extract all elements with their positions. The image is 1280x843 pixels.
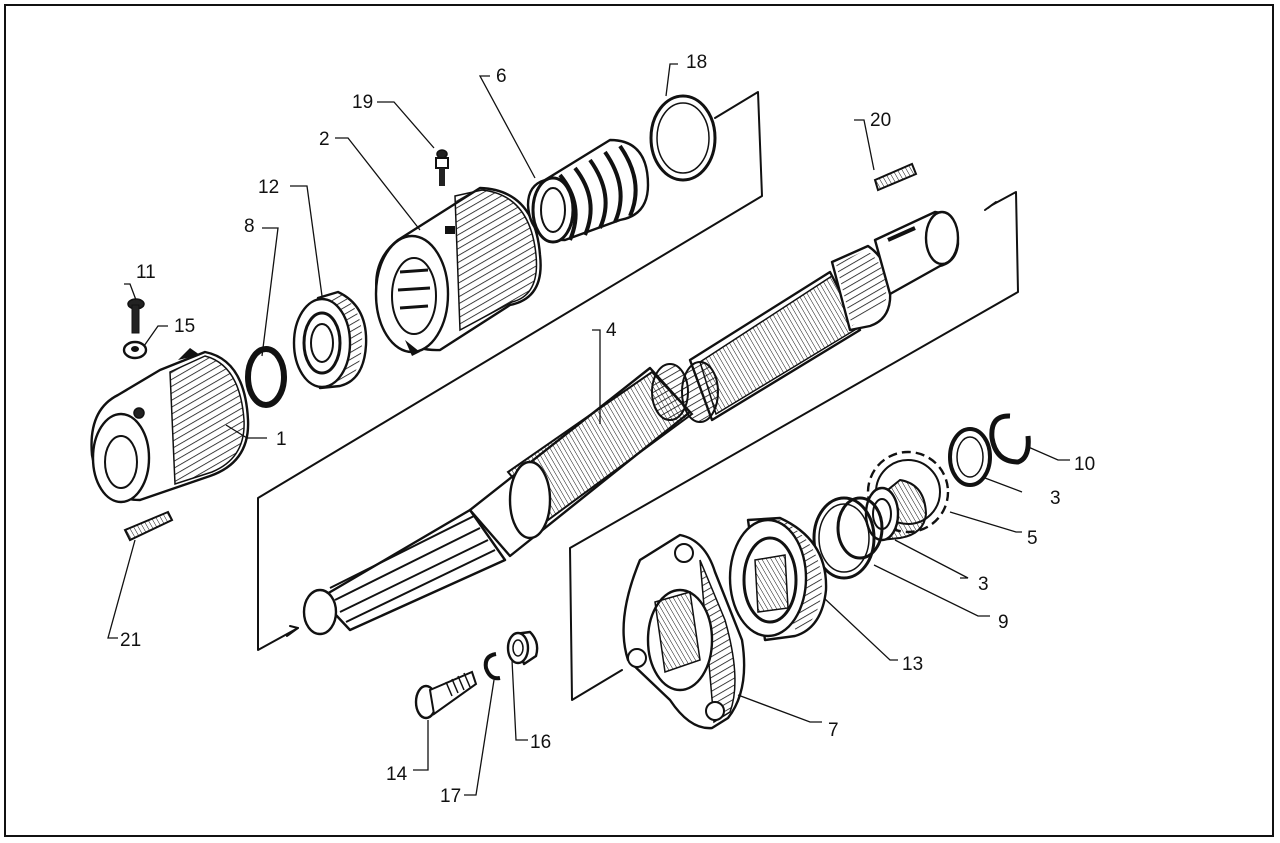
callout-20: 20 xyxy=(870,110,891,131)
part-13-bearing xyxy=(728,516,828,642)
callout-18: 18 xyxy=(686,52,707,73)
part-12-bearing xyxy=(292,290,368,390)
part-14-bolt xyxy=(414,670,478,720)
part-6-spring xyxy=(526,138,650,244)
part-20-key xyxy=(873,162,918,192)
callout-4: 4 xyxy=(606,320,617,341)
callout-6: 6 xyxy=(496,66,507,87)
part-3-shim-lower xyxy=(836,496,884,560)
part-18-thrust-washer xyxy=(649,94,717,182)
part-7-flange xyxy=(622,533,746,730)
callout-3-upper: 3 xyxy=(1050,488,1061,509)
part-16-nut xyxy=(506,630,539,666)
part-5-sprocket xyxy=(864,450,950,542)
callout-15: 15 xyxy=(174,316,195,337)
part-9-snap-ring xyxy=(812,496,876,580)
callout-8: 8 xyxy=(244,216,255,237)
part-17-lock-washer xyxy=(483,652,501,681)
part-4-main-shaft xyxy=(302,210,960,636)
callout-13: 13 xyxy=(902,654,923,675)
leader-lines xyxy=(107,63,1070,796)
callout-5: 5 xyxy=(1027,528,1038,549)
callout-12: 12 xyxy=(258,177,279,198)
callout-2: 2 xyxy=(319,129,330,150)
part-21-key xyxy=(123,510,174,542)
callout-3-lower: 3 xyxy=(978,574,989,595)
assembly-bracket-lower xyxy=(569,191,1019,701)
callout-16: 16 xyxy=(530,732,551,753)
part-3-shim-upper xyxy=(948,427,992,487)
part-11-screw xyxy=(127,298,145,334)
callout-1: 1 xyxy=(276,429,287,450)
part-8-snap-ring xyxy=(245,346,287,408)
part-1-hub-housing xyxy=(90,348,250,504)
callout-17: 17 xyxy=(440,786,461,807)
part-10-circlip xyxy=(989,413,1031,465)
callout-14: 14 xyxy=(386,764,408,785)
callout-labels: 1 2 3 3 4 5 6 7 8 9 10 11 12 13 14 15 16… xyxy=(120,52,1095,807)
part-2-coupling-sleeve xyxy=(374,186,542,356)
assembly-bracket-upper xyxy=(257,91,763,651)
part-19-grease-nipple xyxy=(435,149,449,186)
callout-7: 7 xyxy=(828,720,839,741)
callout-21: 21 xyxy=(120,630,141,651)
callout-10: 10 xyxy=(1074,454,1095,475)
callout-11: 11 xyxy=(136,262,156,283)
part-15-nut xyxy=(122,340,148,360)
callout-19: 19 xyxy=(352,92,373,113)
callout-9: 9 xyxy=(998,612,1009,633)
